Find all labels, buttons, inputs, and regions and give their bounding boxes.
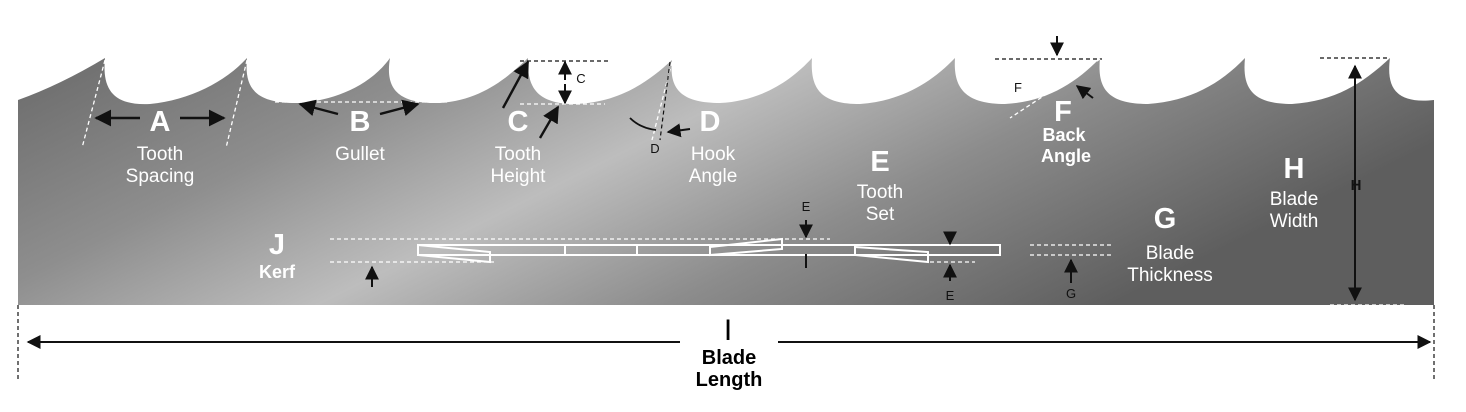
blade-body xyxy=(18,58,1434,305)
label-f-line1: Back xyxy=(1042,125,1086,145)
label-c-line2: Height xyxy=(491,166,547,187)
label-c-letter: C xyxy=(508,106,529,138)
label-d-letter: D xyxy=(700,106,721,138)
hook-guide-b xyxy=(659,61,671,141)
label-a-letter: A xyxy=(150,106,171,138)
label-h-letter: H xyxy=(1284,153,1305,185)
spacing-guide-right xyxy=(225,59,248,149)
label-h-small: H xyxy=(1351,177,1362,194)
label-c-small: C xyxy=(576,71,585,86)
label-a-line1: Tooth xyxy=(137,144,183,165)
label-e-small-top: E xyxy=(802,199,811,214)
label-h-line2: Width xyxy=(1270,211,1319,232)
label-i-line2: Length xyxy=(696,369,763,391)
label-a-line2: Spacing xyxy=(126,166,195,187)
height-pointer-base xyxy=(538,105,560,139)
tooth-set-strip xyxy=(417,237,1001,264)
label-d-line2: Angle xyxy=(689,166,738,187)
label-j-letter: J xyxy=(269,229,285,261)
label-d-small: D xyxy=(650,141,659,156)
label-e-letter: E xyxy=(870,146,889,178)
label-c-line1: Tooth xyxy=(495,144,541,165)
label-g-line2: Thickness xyxy=(1127,265,1213,286)
label-f-line2: Angle xyxy=(1041,146,1091,166)
back-guide-slope xyxy=(1009,58,1101,119)
gullet-arrow-right xyxy=(379,99,420,116)
label-h-line1: Blade xyxy=(1270,189,1319,210)
hook-arc xyxy=(629,117,657,131)
label-e-line1: Tooth xyxy=(857,182,903,203)
label-d-line1: Hook xyxy=(691,144,736,165)
label-g-small: G xyxy=(1066,286,1076,301)
label-g-letter: G xyxy=(1154,203,1177,235)
label-b-line1: Gullet xyxy=(335,144,385,165)
label-e-line2: Set xyxy=(866,204,895,225)
label-b-letter: B xyxy=(350,106,371,138)
spacing-guide-left xyxy=(81,59,106,149)
label-e-small-bottom: E xyxy=(946,288,955,303)
height-pointer-tip xyxy=(501,60,530,109)
label-j-line1: Kerf xyxy=(259,262,296,282)
label-f-letter: F xyxy=(1054,96,1072,128)
label-i-line1: Blade xyxy=(702,347,756,369)
back-arrow xyxy=(1075,85,1094,100)
hook-arrow xyxy=(666,123,691,138)
label-f-small: F xyxy=(1014,80,1022,95)
label-g-line1: Blade xyxy=(1146,243,1195,264)
label-i-letter: I xyxy=(724,314,732,347)
gullet-arrow-left xyxy=(298,99,339,116)
